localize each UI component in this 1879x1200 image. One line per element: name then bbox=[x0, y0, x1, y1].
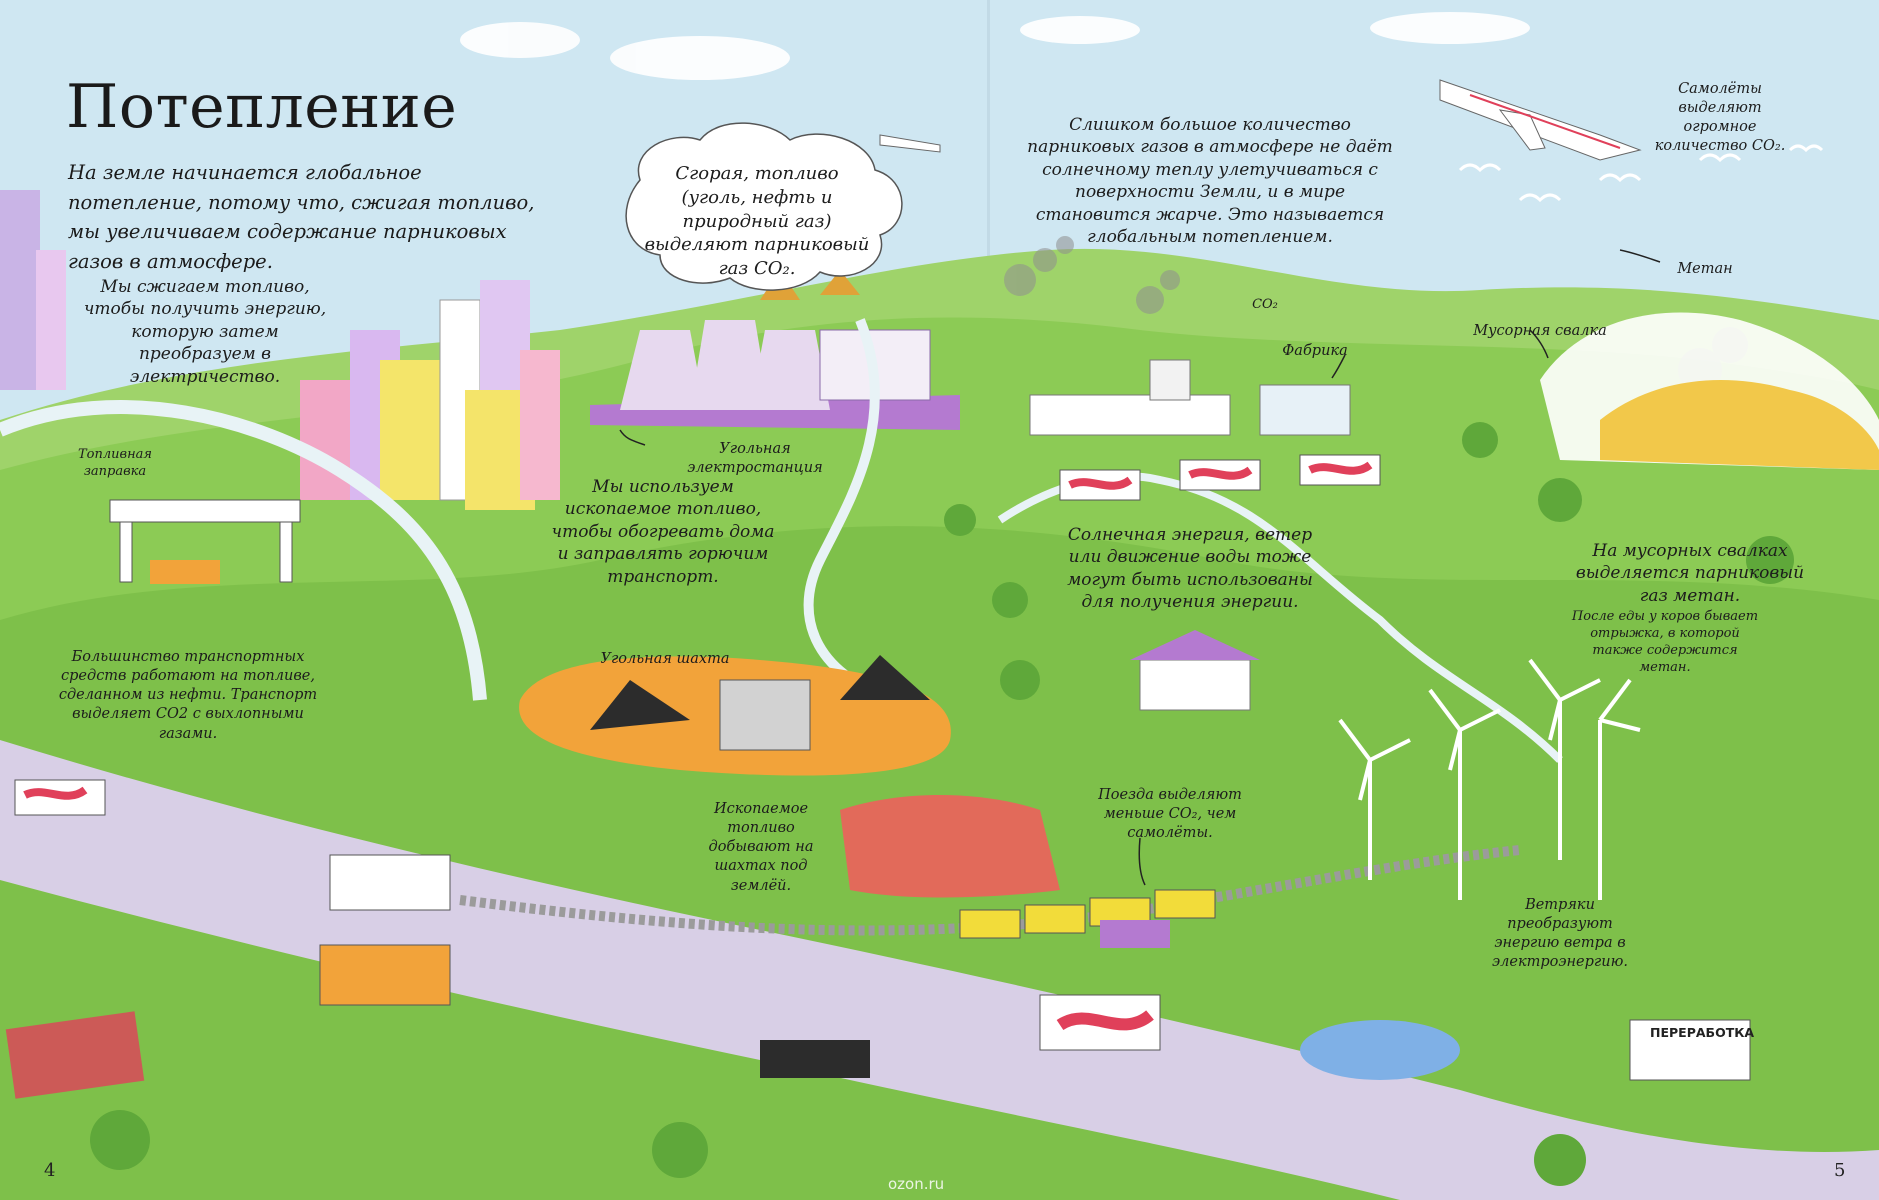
town-road bbox=[0, 400, 487, 701]
page-number-right: 5 bbox=[1834, 1160, 1846, 1181]
label-fossil-mines: Ископаемое топливо добывают на шахтах по… bbox=[708, 801, 814, 894]
label-co2-small: CO₂ bbox=[1252, 297, 1278, 312]
highway bbox=[0, 740, 1879, 1200]
label-methane: Метан bbox=[1677, 261, 1733, 277]
page-number-left: 4 bbox=[44, 1160, 56, 1181]
trees bbox=[90, 422, 1794, 1186]
label-landfill: Мусорная свалка bbox=[1473, 323, 1607, 339]
label-coal-plant: Угольная электростанция bbox=[687, 441, 823, 477]
airplane bbox=[1439, 79, 1642, 161]
small-plane bbox=[879, 134, 941, 153]
city bbox=[0, 190, 560, 510]
country-road bbox=[803, 318, 902, 705]
label-fuel-station: Топливная заправка bbox=[77, 447, 152, 480]
fuel-station bbox=[109, 499, 301, 584]
clouds bbox=[460, 12, 1530, 80]
label-coal-mine: Угольная шахта bbox=[600, 651, 730, 667]
label-renewables: Солнечная энергия, ветер или движение во… bbox=[1067, 525, 1313, 613]
label-cloud-co2: Сгорая, топливо (уголь, нефть и природны… bbox=[644, 163, 870, 279]
label-fossil-heat: Мы используем ископаемое топливо, чтобы … bbox=[551, 477, 775, 587]
vehicles bbox=[14, 454, 1751, 1081]
birds bbox=[1458, 144, 1824, 203]
solar-house bbox=[1130, 630, 1260, 711]
wind-turbines bbox=[1338, 658, 1641, 900]
landfill bbox=[1540, 312, 1879, 470]
recycling-sign: ПЕРЕРАБОТКА bbox=[1650, 1025, 1755, 1040]
label-wind-turbines: Ветряки преобразуют энергию ветра в элек… bbox=[1492, 897, 1628, 971]
label-factory: Фабрика bbox=[1282, 343, 1348, 359]
train bbox=[959, 889, 1216, 939]
co2-cloud bbox=[625, 122, 903, 291]
label-planes-co2: Самолёты выделяют огромное количество CO… bbox=[1654, 81, 1786, 155]
label-transport-fuel: Большинство транспортных средств работаю… bbox=[58, 649, 318, 742]
intro-text: На земле начинается глобальное потеплени… bbox=[68, 161, 535, 273]
page-title: Потепление bbox=[66, 72, 458, 142]
pointer-arrows bbox=[619, 249, 1661, 886]
picnic-blanket bbox=[5, 1011, 145, 1099]
farm-field bbox=[840, 795, 1060, 898]
label-trains-co2: Поезда выделяют меньше CO₂, чем самолёты… bbox=[1098, 787, 1242, 842]
coal-mine-area bbox=[519, 655, 951, 776]
label-greenhouse: Слишком большое количество парниковых га… bbox=[1027, 115, 1393, 248]
watermark: ozon.ru bbox=[888, 1175, 945, 1193]
coal-power-plant bbox=[590, 270, 960, 430]
label-cows-methane: После еды у коров бывает отрыжка, в кото… bbox=[1571, 609, 1759, 676]
pond bbox=[1300, 1020, 1460, 1080]
label-landfill-methane: На мусорных свалках выделяется парниковы… bbox=[1575, 541, 1805, 606]
label-fuel-energy: Мы сжигаем топливо, чтобы получить энерг… bbox=[83, 277, 327, 387]
factory bbox=[1029, 359, 1351, 436]
